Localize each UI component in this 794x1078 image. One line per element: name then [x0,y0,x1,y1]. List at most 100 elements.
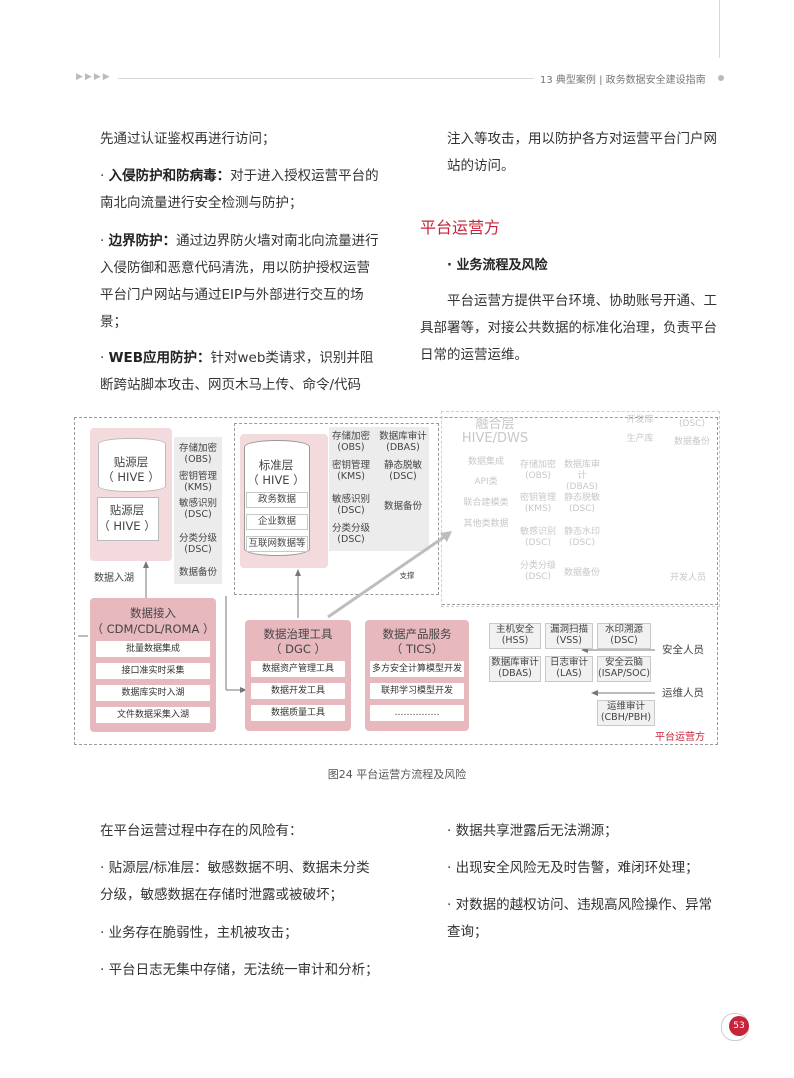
source-layer-label-2: 贴源层 [109,503,145,517]
product-subtitle: （ TICS） [390,642,444,656]
standard-layer-label: 标准层 [258,458,294,472]
cell-security-brain: 安全云脑(ISAP/SOC) [597,656,651,682]
bold-term: WEB应用防护： [108,350,211,366]
fusion-hive-label: HIVE/DWS [461,431,529,446]
ops-staff-label: 运维人员 [662,687,704,699]
left-para-1: 先通过认证鉴权再进行访问； [100,131,276,147]
para-text: 针对web类请求，识别并阻断跨站脚本攻击、网页木马上传、命令/代码 [100,350,374,393]
faded-other-data: 其他类数据 [463,519,509,529]
governance-subtitle: （ DGC ） [269,642,327,656]
governance-item-2: 数据开发工具 [251,683,345,699]
cell-db-audit: 数据库审计(DBAS) [379,431,427,453]
cell-classification: 分类分级(DSC) [178,533,217,555]
risk-item-2: · 业务存在脆弱性，主机被攻击； [100,925,298,941]
risk-text: 数据共享泄露后无法溯源； [455,823,618,839]
source-cylinder-icon [98,438,166,492]
faded-static-masking: 静态脱敏(DSC) [563,493,600,514]
cell-watermark-trace: 水印溯源(DSC) [597,623,651,649]
left-para-3: · 边界防护：通过边界防火墙对南北向流量进行入侵防御和恶意代码清洗，用以防护授权… [100,233,379,330]
standard-hive-label: （ HIVE ） [247,473,305,487]
governance-item-3: 数据质量工具 [251,705,345,721]
ingest-item-3: 数据库实时入湖 [96,685,210,701]
faded-data-integration: 数据集成 [467,457,504,467]
header-dot-icon [718,75,724,81]
subsection-title: · 业务流程及风险 [447,258,548,273]
product-item-1: 多方安全计算模型开发 [370,661,464,677]
faded-storage-encrypt: 存储加密(OBS) [519,460,556,481]
bold-term: 入侵防护和防病毒： [108,168,231,184]
header-arrow-icons: ▶▶▶▶ [76,72,112,82]
left-para-2: · 入侵防护和防病毒：对于进入授权运营平台的南北向流量进行安全检测与防护； [100,168,379,211]
cell-backup: 数据备份 [178,567,217,578]
faded-dev-db: 开发库 [626,415,654,425]
right-para-2: 平台运营方提供平台环境、协助账号开通、工具部署等，对接公共数据的标准化治理，负责… [420,293,717,363]
product-item-3: …………… [370,705,464,721]
risk-text: 出现安全风险无及时告警，难闭环处理； [455,860,699,876]
faded-prod-db: 生产库 [626,434,654,444]
fusion-layer-label: 融合层 [475,417,515,432]
cell-storage-encrypt: 存储加密(OBS) [331,431,370,453]
cell-ops-audit: 运维审计(CBH/PBH) [597,700,655,726]
risk-intro: 在平台运营过程中存在的风险有： [100,823,303,839]
cell-key-management: 密钥管理(KMS) [178,471,217,493]
faded-backup-2: 数据备份 [563,568,600,578]
divider-line [442,604,718,605]
product-title: 数据产品服务 [382,627,452,641]
header-rule [118,78,534,79]
faded-joint-model: 联合建模类 [463,498,509,508]
source-layer-label: 贴源层 [113,455,149,469]
cell-classification: 分类分级(DSC) [331,523,370,545]
risk-text: 对数据的越权访问、违规高风险操作、异常查询； [447,897,713,940]
faded-db-audit: 数据库审计(DBAS) [563,460,600,492]
risk-item-5: · 出现安全风险无及时告警，难闭环处理； [447,860,699,876]
faded-static-watermark: 静态水印(DSC) [563,527,600,548]
running-header: 13 典型案例 | 政务数据安全建设指南 [540,75,706,86]
ingest-item-4: 文件数据采集入湖 [96,707,210,723]
cell-sensitive-identify: 敏感识别(DSC) [331,494,370,516]
diagram-connectors [78,531,655,696]
risk-text: 平台日志无集中存储，无法统一审计和分析； [108,962,379,978]
cell-key-management: 密钥管理(KMS) [331,460,370,482]
risk-text: 业务存在脆弱性，主机被攻击； [108,925,298,941]
risk-item-3: · 平台日志无集中存储，无法统一审计和分析； [100,962,379,978]
product-item-2: 联邦学习模型开发 [370,683,464,699]
cell-vuln-scan: 漏洞扫描(VSS) [545,623,593,649]
left-para-4: · WEB应用防护：针对web类请求，识别并阻断跨站脚本攻击、网页木马上传、命令… [100,350,374,393]
risk-item-6: · 对数据的越权访问、违规高风险操作、异常查询； [447,897,713,940]
header-vertical-line [719,0,720,58]
faded-api: API类 [474,477,498,487]
cell-host-security: 主机安全(HSS) [489,623,541,649]
figure-caption: 图24 平台运营方流程及风险 [327,768,467,781]
section-title: 平台运营方 [420,218,501,237]
risk-text: 贴源层/标准层：敏感数据不明、数据未分类分级，敏感数据在存储时泄露或被破坏； [100,860,370,903]
security-staff-label: 安全人员 [662,644,704,656]
cell-sensitive-identify: 敏感识别(DSC) [178,498,217,520]
faded-backup: 数据备份 [673,437,710,447]
support-label: 支撑 [399,571,415,580]
std-item-enterprise: 企业数据 [246,514,308,530]
faded-dsc: (DSC) [679,419,705,429]
ingest-item-1: 批量数据集成 [96,641,210,657]
governance-title: 数据治理工具 [263,627,333,641]
standard-frame [234,423,439,595]
risk-item-4: · 数据共享泄露后无法溯源； [447,823,618,839]
subsection-label: 业务流程及风险 [456,258,548,273]
bold-term: 边界防护： [108,233,177,249]
risk-item-1: · 贴源层/标准层：敏感数据不明、数据未分类分级，敏感数据在存储时泄露或被破坏； [100,860,370,903]
data-in-lake-label: 数据入湖 [94,573,134,584]
cell-db-audit: 数据库审计(DBAS) [489,656,541,682]
std-item-gov: 政务数据 [246,492,308,508]
cell-log-audit: 日志审计(LAS) [545,656,593,682]
cell-storage-encrypt: 存储加密(OBS) [178,443,217,465]
source-hive-label: （ HIVE ） [102,470,160,484]
faded-sensitive-identify: 敏感识别(DSC) [519,527,556,548]
ingest-title: 数据接入 [130,606,176,620]
source-security-column [174,437,222,584]
ingest-subtitle: （ CDM/CDL/ROMA ） [91,622,215,636]
cell-backup: 数据备份 [383,501,422,512]
document-stack-icon [97,497,159,541]
governance-item-1: 数据资产管理工具 [251,661,345,677]
source-hive-label-2: （ HIVE ） [98,519,156,533]
platform-frame [74,417,718,745]
para-text: 通过边界防火墙对南北向流量进行入侵防御和恶意代码清洗，用以防护授权运营平台门户网… [100,233,379,330]
